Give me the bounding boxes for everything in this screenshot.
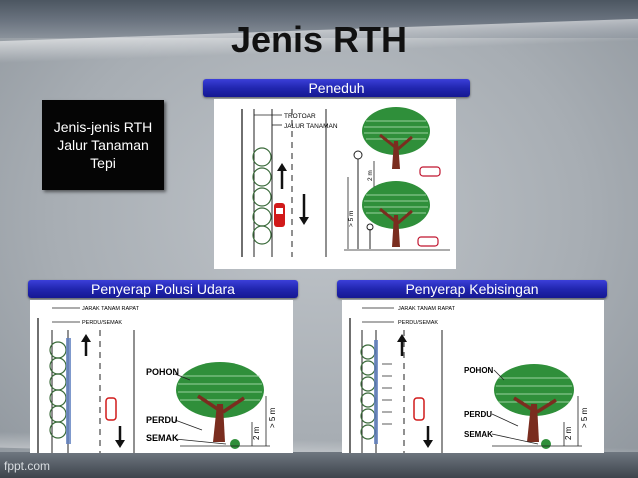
polusi-callout-jarak: JARAK TANAM RAPAT [82, 306, 140, 312]
peneduh-tree-top [362, 107, 430, 169]
peneduh-dim-5m: > 5 m [348, 211, 355, 227]
polusi-label-bar: Penyerap Polusi Udara [28, 280, 298, 298]
side-box: Jenis-jenis RTH Jalur Tanaman Tepi [42, 100, 164, 190]
polusi-diagram: JARAK TANAM RAPAT PERDU/SEMAK POHON PERD… [30, 300, 293, 453]
callout-jalur-tanaman: JALUR TANAMAN [284, 123, 338, 130]
peneduh-label: Peneduh [308, 80, 365, 96]
slide-title: Jenis RTH [230, 19, 408, 60]
peneduh-diagram: TROTOAR JALUR TANAMAN [214, 99, 456, 269]
kebisingan-label-bar: Penyerap Kebisingan [337, 280, 607, 298]
polusi-pohon-label: POHON [146, 367, 179, 377]
kebisingan-pohon-label: POHON [464, 366, 494, 375]
kebisingan-semak-label: SEMAK [464, 430, 493, 439]
polusi-callout-perdu: PERDU/SEMAK [82, 320, 122, 326]
peneduh-tree-bottom [362, 181, 430, 247]
kebisingan-diagram: JARAK TANAM RAPAT PERDU/SEMAK POHON PERD… [342, 300, 604, 453]
kebisingan-dim-5m: > 5 m [580, 407, 589, 428]
bottom-band [0, 452, 638, 478]
peneduh-label-bar: Peneduh [203, 79, 470, 97]
kebisingan-perdu-label: PERDU [464, 410, 492, 419]
kebisingan-callout-jarak: JARAK TANAM RAPAT [398, 306, 456, 312]
polusi-semak-label: SEMAK [146, 433, 179, 443]
polusi-label: Penyerap Polusi Udara [91, 281, 235, 297]
peneduh-dim-2m: 2 m [367, 170, 374, 181]
callout-trotoar: TROTOAR [284, 113, 316, 120]
side-box-text: Jenis-jenis RTH Jalur Tanaman Tepi [53, 119, 153, 171]
kebisingan-callout-perdu: PERDU/SEMAK [398, 320, 438, 326]
kebisingan-dim-2m: 2 m [564, 426, 573, 440]
polusi-perdu-label: PERDU [146, 415, 178, 425]
polusi-dim-2m: 2 m [252, 426, 261, 440]
kebisingan-label: Penyerap Kebisingan [405, 281, 539, 297]
polusi-dim-5m: > 5 m [268, 407, 277, 428]
footer-brand: fppt.com [4, 459, 51, 473]
